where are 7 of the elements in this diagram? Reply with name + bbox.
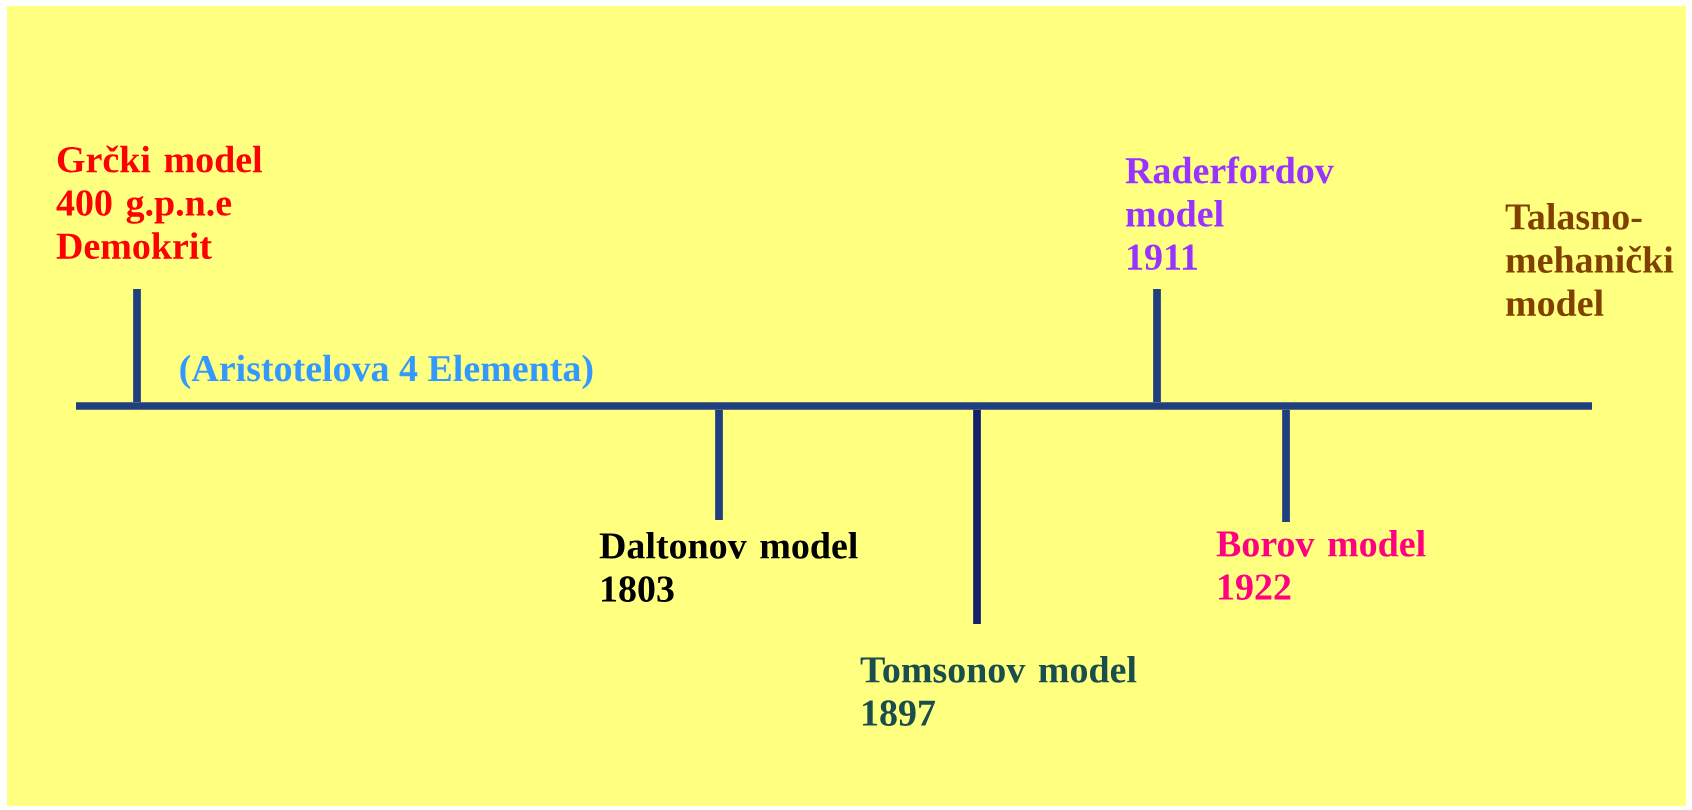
timeline-label: Daltonov model 1803	[599, 532, 858, 602]
timeline-label: Borov model 1922	[1216, 530, 1426, 600]
timeline-label: Grčki model 400 g.p.n.e Demokrit	[56, 145, 262, 259]
timeline-label: Tomsonov model 1897	[860, 656, 1137, 726]
timeline-axis	[76, 402, 1593, 410]
timeline-label: Raderfordov model 1911	[1125, 156, 1334, 270]
timeline-label: Talasno- mehanički model	[1505, 203, 1674, 317]
